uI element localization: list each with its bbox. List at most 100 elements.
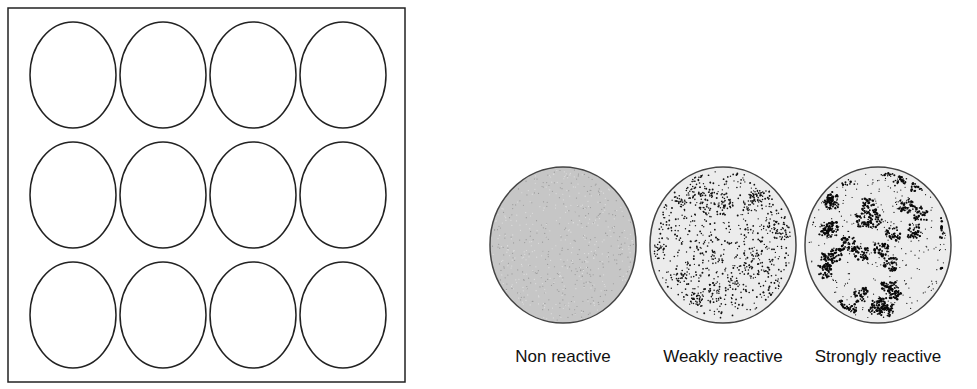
agglutination-speck [780,271,782,273]
agglutination-speck [893,223,894,224]
agglutination-speck [609,230,610,231]
agglutination-speck [511,236,512,237]
agglutination-speck [772,260,773,261]
agglutination-speck [690,240,692,242]
agglutination-speck [785,232,787,234]
agglutination-speck [747,213,749,215]
agglutination-speck [701,233,703,235]
agglutination-speck [598,191,599,192]
agglutination-speck [547,273,548,274]
agglutination-speck [699,182,701,184]
agglutination-speck [599,218,600,219]
agglutination-speck [693,293,695,295]
agglutination-speck [736,280,738,282]
agglutination-speck [724,214,726,216]
agglutination-speck [591,195,592,196]
agglutination-speck [711,256,713,258]
agglutination-speck [538,193,539,194]
agglutination-speck [765,299,767,301]
agglutination-speck [749,194,751,196]
agglutination-speck [558,274,559,275]
agglutination-speck [659,248,661,250]
agglutination-speck [695,303,697,305]
agglutination-speck [905,283,906,284]
agglutination-speck [757,263,759,265]
agglutination-speck [694,264,695,265]
agglutination-speck [534,250,535,251]
agglutination-speck [746,208,748,210]
agglutination-speck [545,228,546,229]
agglutination-speck [539,286,540,287]
agglutination-speck [940,217,941,218]
agglutination-speck [682,241,683,242]
agglutination-speck [711,250,713,252]
agglutination-speck [758,263,760,265]
agglutination-speck [544,307,545,308]
agglutination-speck [692,197,694,199]
agglutination-speck [749,197,751,199]
agglutination-speck [925,291,926,292]
agglutination-speck [713,284,715,286]
agglutination-speck [749,248,751,250]
agglutination-speck [743,289,745,291]
reaction-sample: Strongly reactive [798,165,958,367]
agglutination-speck [559,223,560,224]
agglutination-speck [526,194,527,195]
agglutination-speck [502,222,503,223]
agglutination-speck [583,235,584,236]
agglutination-speck [704,288,706,290]
agglutination-speck [854,294,855,295]
agglutination-speck [581,312,582,313]
agglutination-speck [752,239,754,241]
agglutination-speck [843,200,844,201]
agglutination-speck [602,212,603,213]
agglutination-speck [560,317,561,318]
agglutination-speck [575,313,576,314]
agglutination-speck [873,294,874,295]
agglutination-speck [761,240,763,242]
agglutination-speck [749,264,751,266]
agglutination-speck [740,186,741,187]
agglutination-speck [668,220,670,222]
agglutination-speck [594,255,595,256]
agglutination-speck [696,295,698,297]
agglutination-speck [885,231,886,232]
agglutination-speck [777,280,779,282]
agglutination-speck [605,233,606,234]
agglutination-speck [696,298,698,300]
agglutination-speck [563,178,564,179]
agglutination-speck [765,220,767,222]
agglutination-speck [605,294,606,295]
agglutination-speck [931,290,932,291]
agglutination-speck [700,247,701,248]
agglutination-speck [703,183,704,184]
agglutination-speck [937,259,938,260]
agglutination-speck [506,252,507,253]
agglutination-speck [553,174,554,175]
agglutination-speck [708,274,710,276]
agglutination-speck [714,313,715,314]
agglutination-speck [588,213,589,214]
agglutination-speck [768,199,769,200]
agglutination-speck [723,178,725,180]
agglutination-speck [615,215,616,216]
agglutination-speck [546,237,547,238]
agglutination-speck [872,179,873,180]
agglutination-speck [685,288,687,290]
agglutination-speck [745,269,747,271]
agglutination-speck [724,222,725,223]
agglutination-speck [570,173,571,174]
sample-circle [483,165,643,325]
agglutination-speck [698,295,700,297]
agglutination-speck [742,271,744,273]
agglutination-speck [884,288,885,289]
agglutination-speck [711,296,713,298]
agglutination-speck [574,211,575,212]
agglutination-speck [739,265,740,266]
agglutination-speck [588,253,589,254]
agglutination-speck [557,289,558,290]
agglutination-speck [729,202,731,204]
agglutination-speck [603,267,604,268]
agglutination-speck [767,213,769,215]
test-well [120,262,206,368]
